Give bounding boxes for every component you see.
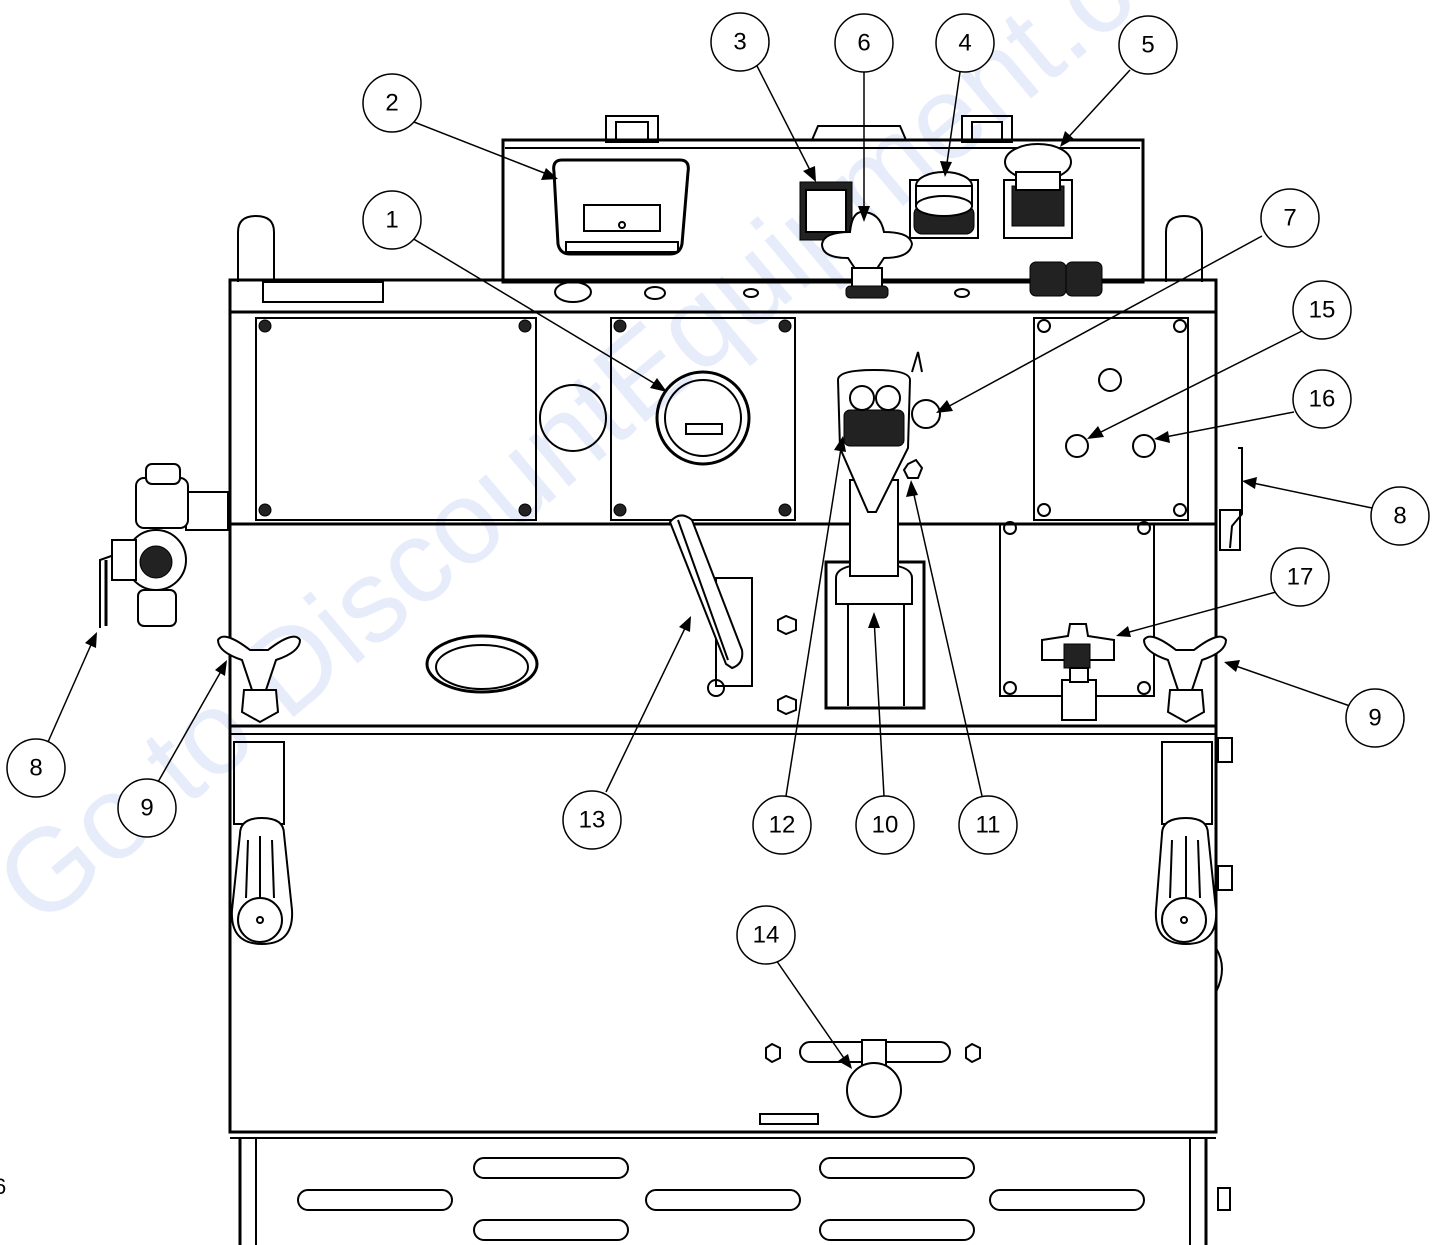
right-switch-plate: [1033, 317, 1189, 521]
push-button: [909, 171, 979, 239]
svg-text:8: 8: [29, 755, 42, 782]
left-handle: [230, 741, 294, 946]
t-handle-lock: [759, 1039, 981, 1125]
svg-text:5: 5: [1141, 32, 1154, 59]
svg-text:4: 4: [958, 30, 971, 57]
callout-11: 11: [958, 795, 1018, 855]
emergency-stop-button: [1003, 143, 1073, 239]
callout-8-right: 8: [1370, 486, 1430, 546]
callout-15: 15: [1292, 280, 1352, 340]
callout-9-right: 9: [1345, 688, 1405, 748]
left-wing-nut: [216, 635, 302, 724]
callout-1: 1: [362, 190, 422, 250]
svg-text:2: 2: [385, 90, 398, 117]
wand-holder: [824, 351, 941, 710]
callout-3: 3: [710, 12, 770, 72]
right-wing-nut: [1142, 635, 1228, 724]
svg-text:14: 14: [753, 922, 780, 949]
svg-text:16: 16: [1309, 386, 1336, 413]
callout-10: 10: [855, 795, 915, 855]
callout-13: 13: [562, 790, 622, 850]
callout-4: 4: [935, 13, 995, 73]
callout-8-left: 8: [6, 738, 66, 798]
left-cover-plate: [255, 317, 607, 521]
svg-text:13: 13: [579, 807, 606, 834]
svg-text:17: 17: [1287, 564, 1314, 591]
valve-plate: [999, 521, 1155, 721]
callout-6: 6: [834, 13, 894, 73]
left-ball-valve: [99, 463, 229, 628]
leader-lines: [47, 61, 1373, 1069]
svg-text:1: 1: [385, 207, 398, 234]
hinged-lid: [668, 514, 797, 716]
right-handle: [1154, 737, 1233, 993]
callout-14: 14: [736, 905, 796, 965]
display-housing: [552, 158, 690, 256]
svg-text:11: 11: [976, 812, 1001, 839]
callout-9-left: 9: [117, 778, 177, 838]
callout-2: 2: [362, 73, 422, 133]
gauge-plate: [610, 317, 796, 521]
callout-16: 16: [1292, 369, 1352, 429]
fill-opening: [425, 634, 539, 694]
svg-text:10: 10: [872, 812, 899, 839]
svg-text:9: 9: [140, 795, 153, 822]
right-latch: [1219, 447, 1243, 551]
vent-slots: [297, 1157, 1231, 1241]
svg-text:3: 3: [733, 29, 746, 56]
svg-text:6: 6: [857, 30, 870, 57]
star-knob: [820, 210, 914, 299]
svg-text:7: 7: [1283, 205, 1296, 232]
svg-text:12: 12: [769, 812, 796, 839]
svg-text:15: 15: [1309, 297, 1336, 324]
callout-7: 7: [1260, 188, 1320, 248]
svg-text:8: 8: [1393, 503, 1406, 530]
callout-17: 17: [1270, 547, 1330, 607]
svg-text:9: 9: [1368, 705, 1381, 732]
callout-5: 5: [1118, 15, 1178, 75]
callout-12: 12: [752, 795, 812, 855]
edge-fragment: 6: [0, 1174, 6, 1199]
